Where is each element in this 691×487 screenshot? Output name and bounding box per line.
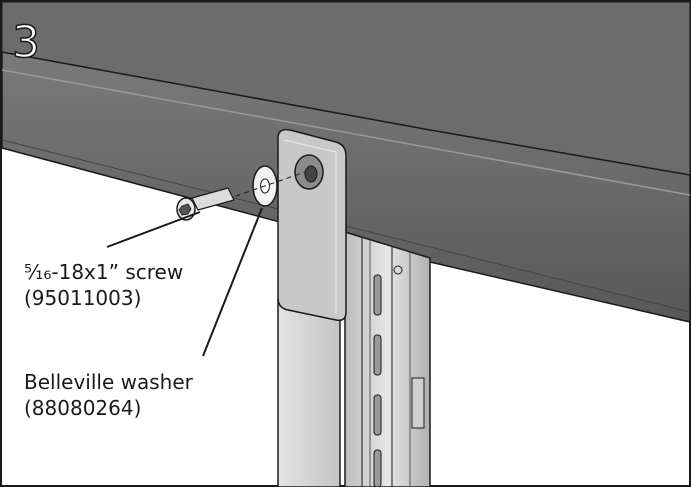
screw-leader [106, 211, 201, 248]
washer-part-number: (88080264) [24, 396, 142, 420]
washer-leader [202, 207, 263, 357]
screw-label: ⁵⁄₁₆-18x1” screw [24, 260, 184, 284]
beam-edge-highlight [1, 69, 691, 196]
vertical-leg [277, 299, 341, 487]
screw-part-number: (95011003) [24, 286, 142, 310]
vertical-rail [344, 230, 431, 487]
mounting-plate [277, 128, 347, 322]
step-number: 3 [11, 16, 41, 69]
washer-callout: Belleville washer (88080264) [24, 369, 193, 421]
alignment-dash [209, 171, 306, 206]
screw-callout: ⁵⁄₁₆-18x1” screw (95011003) [24, 259, 183, 311]
screw [176, 187, 235, 221]
washer-label: Belleville washer [24, 370, 193, 394]
